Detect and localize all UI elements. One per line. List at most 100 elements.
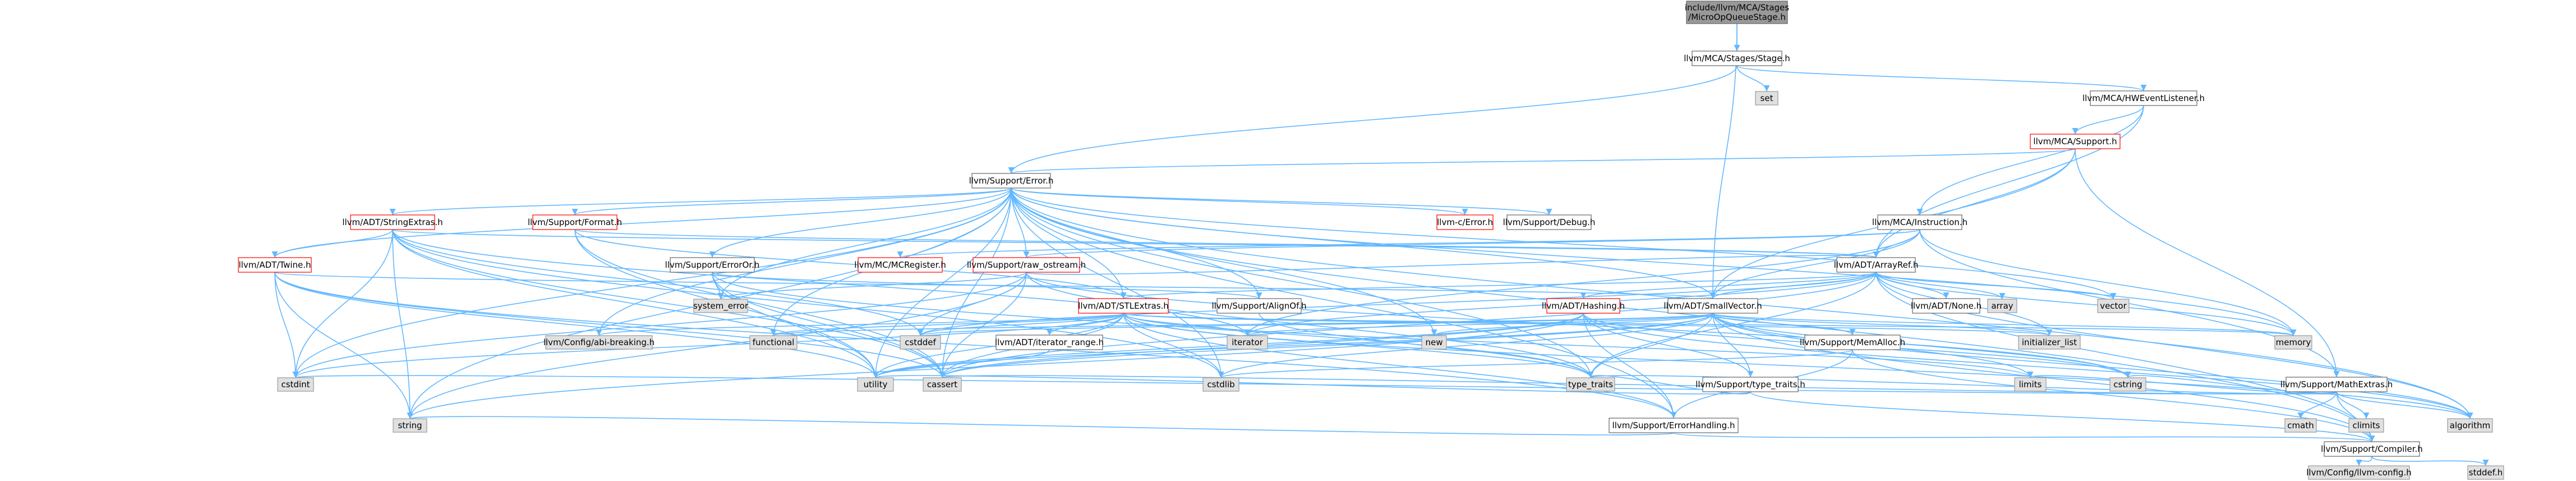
edge-hwlistener-to-mcasupport bbox=[2072, 105, 2144, 135]
node-instruction-label: llvm/MCA/Instruction.h bbox=[1872, 217, 1967, 227]
node-arrayref[interactable]: llvm/ADT/ArrayRef.h bbox=[1834, 257, 1919, 273]
node-debug[interactable]: llvm/Support/Debug.h bbox=[1503, 214, 1596, 230]
node-initlist-box bbox=[2018, 335, 2081, 350]
edge-stlextras-to-functional bbox=[770, 313, 1124, 336]
node-memalloc[interactable]: llvm/Support/MemAlloc.h bbox=[1800, 335, 1905, 350]
edge-arrayref-to-stlextras bbox=[1121, 272, 1877, 299]
node-algorithm: algorithm bbox=[2447, 418, 2493, 433]
node-mathextras[interactable]: llvm/Support/MathExtras.h bbox=[2280, 377, 2393, 392]
node-cmath-label: cmath bbox=[2287, 420, 2314, 430]
edge-stringextras-to-string bbox=[392, 229, 413, 419]
edge-error-to-errorhandling bbox=[1011, 187, 1677, 419]
node-cerror-label: llvm-c/Error.h bbox=[1437, 217, 1493, 227]
node-systemerror-label: system_error bbox=[693, 301, 749, 311]
edge-arrayref-to-vector bbox=[1875, 272, 2117, 300]
node-none[interactable]: llvm/ADT/None.h bbox=[1911, 298, 1981, 314]
node-cassert: cassert bbox=[923, 377, 962, 392]
edge-stlextras-to-initlist bbox=[1123, 313, 2052, 336]
edge-rawostream-to-arrayref bbox=[1026, 251, 1879, 275]
node-stddef-label: stddef.h bbox=[2469, 468, 2503, 478]
node-new: new bbox=[1421, 335, 1447, 350]
node-mcasupport[interactable]: llvm/MCA/Support.h bbox=[2030, 134, 2121, 149]
node-mcasupport-box bbox=[2030, 134, 2121, 149]
node-cstdint-label: cstdint bbox=[281, 379, 310, 390]
node-string-label: string bbox=[398, 420, 422, 430]
node-hwlistener[interactable]: llvm/MCA/HWEventListener.h bbox=[2082, 90, 2205, 106]
node-error[interactable]: llvm/Support/Error.h bbox=[969, 173, 1054, 189]
node-hwlistener-box bbox=[2090, 90, 2197, 106]
node-typetraits_h[interactable]: llvm/Support/type_traits.h bbox=[1695, 377, 1805, 392]
node-new-box bbox=[1421, 335, 1447, 350]
edge-stlextras-to-cstdlib bbox=[1123, 313, 1224, 378]
node-limits-label: limits bbox=[2019, 379, 2042, 390]
node-climits-label: climits bbox=[2352, 420, 2380, 430]
node-twine[interactable]: llvm/ADT/Twine.h bbox=[238, 257, 312, 273]
node-limits: limits bbox=[2014, 377, 2047, 392]
node-error-label: llvm/Support/Error.h bbox=[969, 176, 1054, 186]
node-smallvector-label: llvm/ADT/SmallVector.h bbox=[1663, 301, 1762, 311]
node-errorhandling[interactable]: llvm/Support/ErrorHandling.h bbox=[1609, 418, 1739, 433]
edge-error-to-systemerror bbox=[717, 187, 1012, 300]
node-stringextras[interactable]: llvm/ADT/StringExtras.h bbox=[342, 214, 443, 230]
edge-hashing-to-string bbox=[407, 313, 1584, 419]
edge-arrayref-to-algorithm bbox=[1875, 272, 2473, 419]
node-initlist-label: initializer_list bbox=[2022, 337, 2077, 348]
edge-typetraits_h-to-typetraits bbox=[1587, 371, 1751, 395]
node-compiler-box bbox=[2324, 441, 2420, 457]
edge-mathextras-to-climits bbox=[2336, 391, 2370, 419]
edge-smallvector-to-typetraits bbox=[1587, 313, 1713, 378]
node-errorors[interactable]: llvm/Support/ErrorOr.h bbox=[665, 257, 760, 273]
node-root[interactable]: include/llvm/MCA/Stages/MicroOpQueueStag… bbox=[1685, 1, 1789, 24]
node-initlist: initializer_list bbox=[2018, 335, 2081, 350]
node-debug-box bbox=[1506, 214, 1592, 230]
edge-error-to-compiler bbox=[1011, 187, 2375, 442]
node-arrayref-box bbox=[1836, 257, 1916, 273]
node-compiler-label: llvm/Support/Compiler.h bbox=[2321, 444, 2423, 454]
node-alignof[interactable]: llvm/Support/AlignOf.h bbox=[1211, 298, 1307, 314]
node-smallvector[interactable]: llvm/ADT/SmallVector.h bbox=[1663, 298, 1762, 314]
node-format[interactable]: llvm/Support/Format.h bbox=[528, 214, 622, 230]
node-stringextras-box bbox=[350, 214, 435, 230]
node-instruction[interactable]: llvm/MCA/Instruction.h bbox=[1872, 214, 1967, 230]
node-new-label: new bbox=[1425, 337, 1443, 347]
edge-mcasupport-to-arrayref bbox=[1873, 148, 2076, 258]
node-cerror[interactable]: llvm-c/Error.h bbox=[1436, 214, 1494, 230]
edge-rawostream-to-cstring bbox=[1026, 272, 2131, 378]
edge-smallvector-to-cstring bbox=[1712, 313, 2131, 378]
node-cmath: cmath bbox=[2284, 418, 2317, 433]
node-rawostream[interactable]: llvm/Support/raw_ostream.h bbox=[967, 257, 1086, 273]
node-algorithm-label: algorithm bbox=[2450, 420, 2490, 430]
node-cstdint-box bbox=[277, 377, 314, 392]
edge-error-to-stringextras bbox=[389, 187, 1012, 216]
node-hwlistener-label: llvm/MCA/HWEventListener.h bbox=[2082, 93, 2205, 103]
node-functional: functional bbox=[749, 335, 798, 350]
edge-memalloc-to-compiler bbox=[1852, 349, 2375, 442]
edge-arrayref-to-hashing bbox=[1580, 272, 1877, 299]
node-root-box bbox=[1686, 1, 1788, 24]
edge-errorhandling-to-compiler bbox=[1673, 432, 2375, 442]
edge-hashing-to-errorhandling bbox=[1583, 313, 1677, 419]
node-utility-box bbox=[857, 377, 894, 392]
node-stddef-box bbox=[2467, 465, 2504, 480]
node-iteratorrange[interactable]: llvm/ADT/iterator_range.h bbox=[995, 335, 1104, 350]
node-limits-box bbox=[2014, 377, 2047, 392]
node-abibreaking: llvm/Config/abi-breaking.h bbox=[543, 335, 655, 350]
node-mcregister-box bbox=[858, 257, 943, 273]
node-stlextras[interactable]: llvm/ADT/STLExtras.h bbox=[1078, 298, 1169, 314]
node-stage[interactable]: llvm/MCA/Stages/Stage.h bbox=[1684, 51, 1790, 66]
node-stlextras-box bbox=[1078, 298, 1169, 314]
node-cstdlib: cstdlib bbox=[1202, 377, 1239, 392]
node-mathextras-box bbox=[2285, 377, 2388, 392]
node-iterator: iterator bbox=[1227, 335, 1268, 350]
node-mcregister[interactable]: llvm/MC/MCRegister.h bbox=[854, 257, 946, 273]
node-cassert-label: cassert bbox=[927, 379, 957, 390]
edge-smallvector-to-memalloc bbox=[1712, 313, 1856, 336]
edge-format-to-arrayref bbox=[574, 229, 1879, 258]
edge-smallvector-to-iterator bbox=[1244, 313, 1713, 336]
node-compiler[interactable]: llvm/Support/Compiler.h bbox=[2321, 441, 2423, 457]
edge-mathextras-to-cmath bbox=[2297, 391, 2337, 419]
node-utility: utility bbox=[857, 377, 894, 392]
node-hashing[interactable]: llvm/ADT/Hashing.h bbox=[1542, 298, 1625, 314]
node-algorithm-box bbox=[2447, 418, 2493, 433]
edge-rawostream-to-cassert bbox=[939, 272, 1027, 378]
